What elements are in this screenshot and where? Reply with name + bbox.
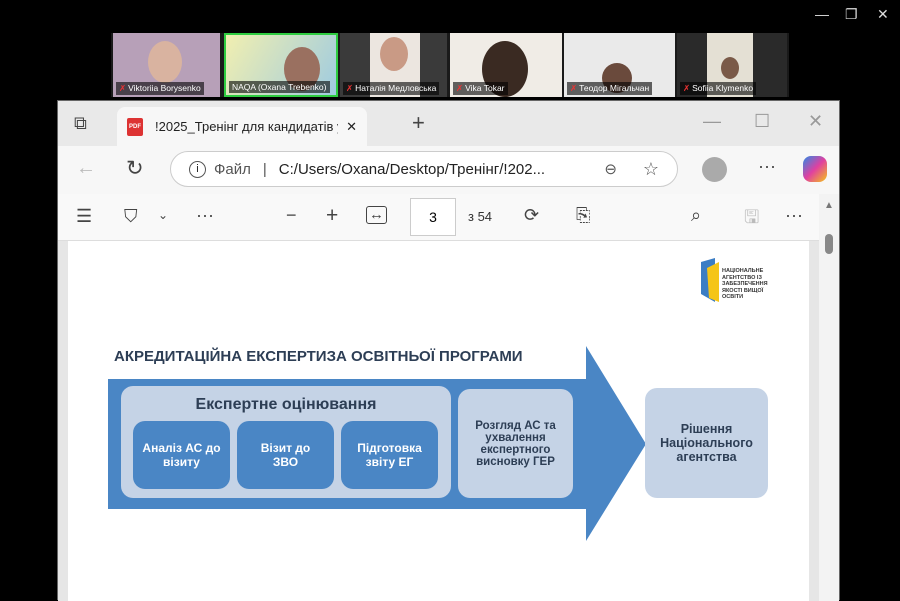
participant-tile[interactable]: ✗Vika Tokar xyxy=(450,33,562,97)
participant-name: Sofiia Klymenko xyxy=(692,83,754,93)
url-text: C:/Users/Oxana/Desktop/Тренінг/!202... xyxy=(278,160,546,178)
new-tab-button[interactable]: + xyxy=(412,110,425,135)
participant-tile[interactable]: ✗Теодор Мігальчан xyxy=(564,33,675,97)
step-box: Візит до ЗВО xyxy=(237,421,334,489)
scroll-up-icon[interactable]: ▲ xyxy=(824,200,834,211)
review-label: Розгляд АС та ухвалення експертного висн… xyxy=(475,419,556,468)
participant-tile[interactable]: ✗Viktoriia Borysenko xyxy=(113,33,220,97)
tab-pdf[interactable]: PDF !2025_Тренінг для кандидатів у е ✕ xyxy=(117,107,367,146)
close-button[interactable]: ✕ xyxy=(877,6,889,22)
participant-name: Наталія Медловська xyxy=(355,83,437,93)
slide-title: АКРЕДИТАЦІЙНА ЕКСПЕРТИЗА ОСВІТНЬОЇ ПРОГР… xyxy=(114,346,535,367)
page-view-icon[interactable]: ⎘ xyxy=(576,205,591,225)
pdf-viewer: НАЦІОНАЛЬНЕ АГЕНТСТВО ІЗ ЗАБЕЗПЕЧЕННЯ ЯК… xyxy=(58,241,820,601)
fit-width-icon[interactable]: ↔ xyxy=(366,206,387,224)
pdf-page: НАЦІОНАЛЬНЕ АГЕНТСТВО ІЗ ЗАБЕЗПЕЧЕННЯ ЯК… xyxy=(68,241,809,601)
step-box: Підготовка звіту ЕГ xyxy=(341,421,438,489)
address-prefix: Файл xyxy=(214,160,251,178)
participant-strip: ✗Viktoriia Borysenko NAQA (Oxana Trebenk… xyxy=(111,33,789,97)
more-menu-button[interactable]: ··· xyxy=(758,156,776,176)
back-button[interactable]: ← xyxy=(76,157,96,179)
naqa-logo: НАЦІОНАЛЬНЕ АГЕНТСТВО ІЗ ЗАБЕЗПЕЧЕННЯ ЯК… xyxy=(701,258,781,304)
page-number: 3 xyxy=(429,209,437,225)
favorite-star-icon[interactable]: ☆ xyxy=(642,158,659,179)
participant-tile[interactable]: ✗Наталія Медловська xyxy=(340,33,447,97)
step-label: Підготовка звіту ЕГ xyxy=(357,441,422,469)
group-title: Експертне оцінювання xyxy=(195,396,377,413)
participant-name: Теодор Мігальчан xyxy=(579,83,650,93)
divider: | xyxy=(262,160,267,178)
copilot-icon[interactable] xyxy=(803,156,827,182)
mic-muted-icon: ✗ xyxy=(346,83,354,93)
browser-maximize-button[interactable]: ☐ xyxy=(754,111,771,131)
mic-muted-icon: ✗ xyxy=(119,83,127,93)
step-label: Візит до ЗВО xyxy=(260,441,311,469)
info-icon: i xyxy=(189,160,206,178)
logo-text: НАЦІОНАЛЬНЕ АГЕНТСТВО ІЗ ЗАБЕЗПЕЧЕННЯ ЯК… xyxy=(722,268,768,300)
tab-title: !2025_Тренінг для кандидатів у е xyxy=(155,119,339,134)
rotate-icon[interactable]: ⟳ xyxy=(524,205,540,225)
participant-tile[interactable]: NAQA (Oxana Trebenko) xyxy=(224,33,338,97)
mic-muted-icon: ✗ xyxy=(456,83,464,93)
scrollbar[interactable]: ▲ xyxy=(819,194,839,601)
search-icon[interactable]: ⌕ xyxy=(691,205,702,225)
save-icon[interactable]: 🖫 xyxy=(744,207,760,227)
zoom-in-button[interactable]: + xyxy=(326,204,339,227)
mic-muted-icon: ✗ xyxy=(683,83,691,93)
address-bar[interactable]: i Файл | C:/Users/Oxana/Desktop/Тренінг/… xyxy=(170,151,678,187)
mic-muted-icon: ✗ xyxy=(570,83,578,93)
page-total: з 54 xyxy=(468,209,493,224)
chevron-down-icon[interactable]: ⌄ xyxy=(158,208,169,222)
close-tab-icon[interactable]: ✕ xyxy=(346,118,357,134)
tab-actions-icon[interactable]: ⧉ xyxy=(74,113,87,133)
browser-window: ⧉ PDF !2025_Тренінг для кандидатів у е ✕… xyxy=(57,100,840,601)
participant-name: Viktoriia Borysenko xyxy=(128,83,201,93)
highlight-icon[interactable]: ⛉ xyxy=(124,206,138,226)
restore-button[interactable]: ❐ xyxy=(845,6,858,22)
browser-close-button[interactable]: ✕ xyxy=(808,111,824,131)
review-box: Розгляд АС та ухвалення експертного висн… xyxy=(458,389,573,498)
contents-icon[interactable]: ☰ xyxy=(76,206,93,226)
zoom-out-icon[interactable]: ⊖ xyxy=(604,161,617,178)
decision-label: Рішення Національного агентства xyxy=(660,422,753,464)
step-box: Аналіз АС до візиту xyxy=(133,421,230,489)
scrollbar-thumb[interactable] xyxy=(825,234,833,254)
participant-tile[interactable]: ✗Sofiia Klymenko xyxy=(677,33,787,97)
browser-minimize-button[interactable]: — xyxy=(703,111,721,131)
participant-name: Vika Tokar xyxy=(465,83,505,93)
pdf-icon: PDF xyxy=(127,117,143,136)
zoom-out-button[interactable]: − xyxy=(286,205,297,225)
minimize-button[interactable]: — xyxy=(815,6,829,22)
profile-avatar[interactable] xyxy=(702,157,727,182)
more-tools-button[interactable]: ··· xyxy=(196,205,214,225)
refresh-button[interactable]: ↻ xyxy=(126,157,144,180)
more-options-button[interactable]: ··· xyxy=(785,205,803,225)
step-label: Аналіз АС до візиту xyxy=(142,441,221,469)
participant-name: NAQA (Oxana Trebenko) xyxy=(232,82,327,92)
page-number-input[interactable]: 3 xyxy=(410,198,456,236)
decision-box: Рішення Національного агентства xyxy=(645,388,768,498)
